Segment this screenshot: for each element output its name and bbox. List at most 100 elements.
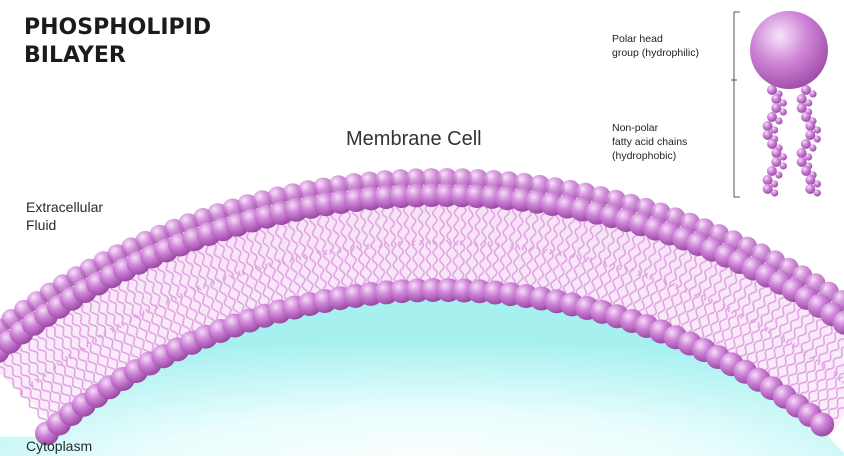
tail <box>205 242 222 284</box>
legend-tail-bead <box>809 144 817 152</box>
tail <box>254 266 271 307</box>
tail <box>549 250 562 293</box>
tail <box>556 214 569 257</box>
tail <box>145 308 167 347</box>
tail <box>276 259 290 302</box>
back-head <box>545 177 565 198</box>
tail <box>657 282 676 323</box>
tail <box>623 231 640 273</box>
legend-tail-bead <box>779 99 787 107</box>
tail <box>661 283 680 324</box>
legend-tail-bead <box>813 126 822 134</box>
tail <box>203 282 220 324</box>
tail <box>24 339 51 375</box>
tail <box>746 326 769 365</box>
tail <box>183 290 203 331</box>
outer-head <box>832 310 844 335</box>
tail <box>11 349 39 384</box>
legend-tail-bead <box>775 117 783 125</box>
tail <box>698 300 718 340</box>
tail <box>402 203 411 246</box>
tail <box>123 278 144 317</box>
tail <box>359 207 370 250</box>
legend-tail-bead <box>796 94 807 104</box>
tail <box>673 288 692 329</box>
legend-tail-bead <box>800 139 811 149</box>
tail <box>53 363 80 399</box>
tail <box>471 240 480 284</box>
tail <box>617 228 631 271</box>
tail <box>511 244 520 287</box>
tail <box>154 304 175 343</box>
back-head <box>359 171 380 192</box>
back-head <box>498 171 519 192</box>
tail <box>603 225 619 267</box>
tail <box>791 311 816 349</box>
tail <box>726 274 748 313</box>
tail <box>692 298 713 338</box>
tail <box>241 269 258 311</box>
tail <box>768 296 792 334</box>
tail <box>478 241 487 284</box>
tail <box>0 366 23 396</box>
tail <box>281 258 296 301</box>
tail <box>64 355 90 392</box>
tail <box>562 215 576 258</box>
tail <box>303 253 314 296</box>
tail <box>209 280 228 321</box>
tail <box>369 243 380 286</box>
tail <box>645 277 662 319</box>
tail <box>675 249 693 290</box>
legend-tail-bead <box>771 189 779 197</box>
legend-tail-bead <box>801 166 812 176</box>
tail <box>43 326 68 362</box>
tail <box>609 226 625 268</box>
tail <box>397 240 406 284</box>
tail <box>783 350 808 388</box>
tail <box>669 287 688 328</box>
tail <box>516 244 528 288</box>
tail <box>322 212 335 255</box>
back-head <box>529 174 550 195</box>
tail <box>245 229 262 271</box>
tail <box>164 258 183 299</box>
tail <box>688 255 708 295</box>
tail <box>581 257 595 300</box>
tail <box>2 356 31 390</box>
outer-leaflet-heads <box>0 183 844 363</box>
tail <box>67 354 94 390</box>
tail <box>491 242 501 285</box>
back-head <box>421 168 442 189</box>
tail <box>715 309 737 348</box>
tail <box>56 362 82 398</box>
tail <box>567 254 581 297</box>
tail <box>168 257 188 297</box>
tail <box>377 242 386 285</box>
tail <box>764 294 788 332</box>
tail <box>395 203 404 247</box>
tail <box>446 202 453 246</box>
tail <box>825 346 844 372</box>
tail <box>141 310 163 349</box>
legend-bracket <box>733 11 740 198</box>
tail <box>721 270 741 310</box>
back-head <box>467 169 488 189</box>
legend-tail-bead <box>771 148 782 158</box>
tail <box>805 367 832 403</box>
tail <box>620 268 635 310</box>
tail <box>176 253 196 293</box>
tail <box>649 239 667 280</box>
tail <box>794 359 820 395</box>
tail <box>788 355 815 391</box>
tail <box>808 323 834 360</box>
legend-tail-bead <box>805 175 816 185</box>
tail <box>28 336 56 371</box>
tail <box>524 245 534 289</box>
back-head <box>436 168 457 188</box>
tail <box>109 327 132 366</box>
tail <box>351 207 363 251</box>
tail <box>587 259 603 302</box>
tail <box>745 284 768 322</box>
legend-tail-bead <box>779 153 788 161</box>
